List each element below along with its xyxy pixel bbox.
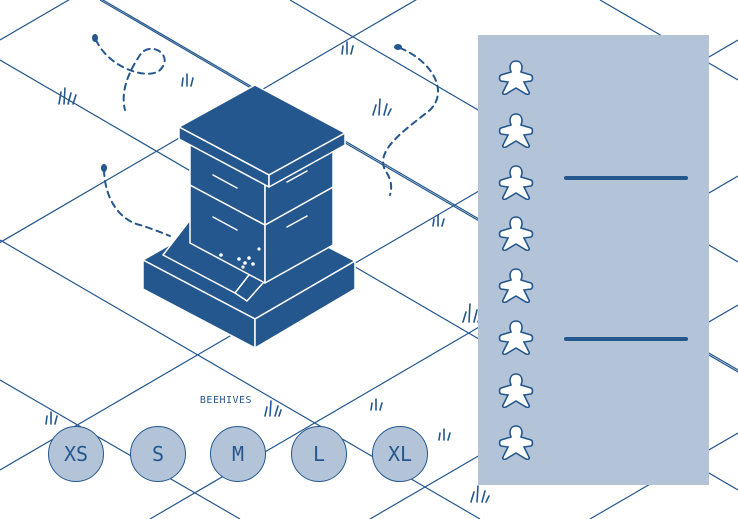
meeple-icon[interactable] (498, 424, 534, 460)
grass-icon (45, 411, 58, 425)
grass-icon (372, 98, 392, 116)
grass-icon (470, 485, 490, 503)
size-token-m[interactable]: M (210, 426, 266, 482)
grass-icon (462, 303, 482, 323)
track-divider (564, 176, 688, 180)
meeple-icon[interactable] (498, 319, 534, 355)
grass-icon (370, 398, 383, 411)
size-token-xs[interactable]: XS (48, 426, 104, 482)
meeple-track-panel (478, 35, 709, 485)
meeple-icon[interactable] (498, 59, 534, 95)
beehive-illustration (142, 84, 356, 349)
meeple-icon[interactable] (498, 215, 534, 251)
size-token-label: L (312, 442, 326, 466)
size-token-l[interactable]: L (291, 426, 347, 482)
size-token-label: XS (63, 442, 89, 466)
meeple-icon[interactable] (498, 372, 534, 408)
grass-icon (181, 73, 194, 87)
grass-icon (432, 214, 445, 227)
meeple-icon[interactable] (498, 112, 534, 148)
meeple-icon[interactable] (498, 267, 534, 303)
grass-icon (264, 400, 282, 417)
grass-icon (58, 87, 77, 105)
size-token-label: M (231, 442, 245, 466)
grass-icon (341, 41, 354, 55)
beehives-label: BEEHIVES (199, 395, 253, 406)
track-divider (564, 337, 688, 341)
size-token-s[interactable]: S (130, 426, 186, 482)
grass-icon (438, 428, 451, 441)
size-token-label: XL (387, 442, 413, 466)
size-token-xl[interactable]: XL (372, 426, 428, 482)
size-token-label: S (151, 442, 165, 466)
meeple-icon[interactable] (498, 164, 534, 200)
